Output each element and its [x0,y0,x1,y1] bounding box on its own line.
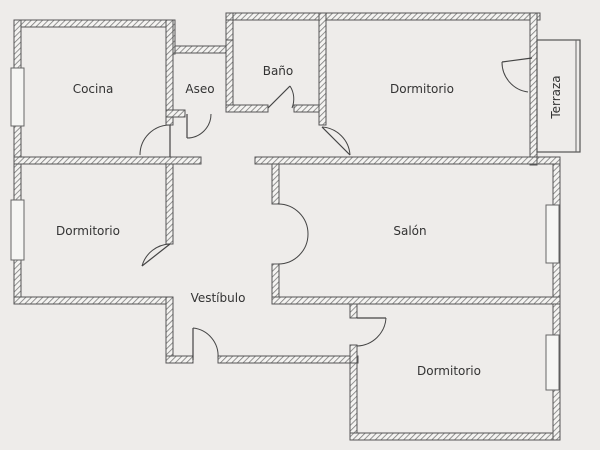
window-cocina [10,67,25,127]
wall-top-aseo [167,45,231,54]
wall-cocina-bottom [13,156,202,165]
wall-dorm1-bottom [254,156,538,165]
wall-dorm3-left [349,355,358,441]
room-label-cocina: Cocina [73,82,114,96]
wall-aseo-bottom-a [165,109,186,118]
wall-bottom-left [13,296,169,305]
wall-dorm3-bottom [349,432,561,441]
door-salon-arc-bottom [277,233,309,265]
room-label-dormitorio-2: Dormitorio [56,224,120,238]
wall-vestibulo-left [165,296,174,364]
door-cocina-arc [139,124,171,156]
wall-salon-left-a [271,163,280,205]
room-label-terraza: Terraza [549,75,563,119]
door-terraza-arc [501,61,529,93]
door-dorm2-arc [141,243,171,267]
room-label-vestibulo: Vestíbulo [191,291,246,305]
window-dorm2 [10,199,25,261]
door-terraza-leaf [501,57,533,63]
room-label-dormitorio-1: Dormitorio [390,82,454,96]
room-label-dormitorio-3: Dormitorio [417,364,481,378]
door-aseo-arc [186,113,212,139]
wall-top-right [225,12,541,21]
door-dorm1-leaf [321,126,351,156]
wall-vestibulo-bottom-b [217,355,359,364]
wall-vestibulo-bottom-a [165,355,194,364]
door-bano-arc [289,85,295,109]
wall-top-left [13,19,175,28]
room-label-bano: Baño [263,64,294,78]
wall-dorm3-left-upper [349,344,358,364]
door-entrance-arc [192,327,219,359]
door-dorm3-arc [356,317,387,347]
wall-right-upper [529,12,538,166]
wall-bano-left-hall [225,19,234,41]
door-salon-arc-top [277,203,309,235]
interior-walls [13,12,561,364]
windows [10,67,560,391]
wall-bano-bottom [225,104,269,113]
terraza-outline [536,39,581,153]
wall-bano-right [318,12,327,126]
window-dorm3 [545,334,560,391]
wall-salon-bottom [271,296,561,305]
window-salon [545,204,560,264]
doors [139,57,533,360]
door-bano-leaf [267,85,291,109]
wall-dorm3-top-stub [349,303,358,319]
terraza-balcony [536,39,581,153]
door-dorm1-arc [321,126,351,156]
room-label-salon: Salón [393,224,426,238]
room-labels: Cocina Aseo Baño Dormitorio Terraza Dorm… [56,64,563,378]
door-dorm2-leaf [141,243,171,267]
room-label-aseo: Aseo [185,82,214,96]
wall-dorm2-right [165,163,174,245]
wall-cocina-right [165,19,174,126]
